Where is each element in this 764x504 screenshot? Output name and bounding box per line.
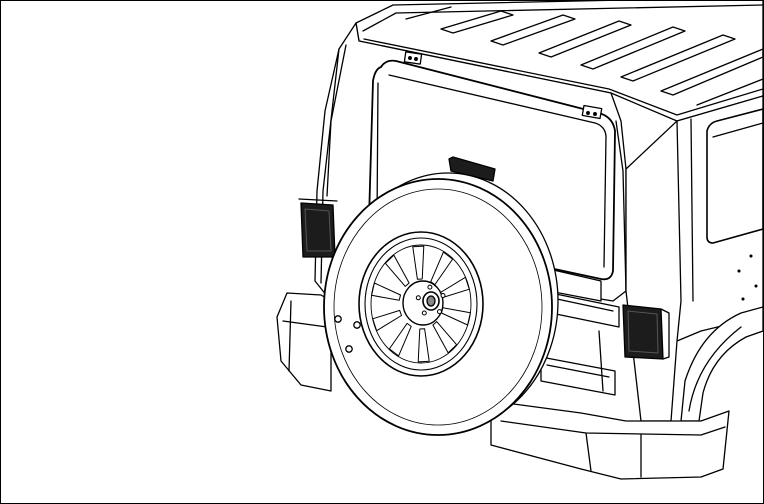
wheel-spoke (432, 321, 458, 354)
wheel-spoke (412, 245, 425, 280)
wheel-lug-nut (421, 310, 427, 316)
wheel-lug-nut (437, 309, 442, 315)
wheel-spoke (384, 254, 410, 287)
wheel-lug-nuts (415, 284, 446, 316)
wheel-spoke (372, 309, 402, 332)
wheel-spoke (417, 328, 430, 363)
wheel-lug-nut (440, 293, 446, 298)
side-body (625, 95, 763, 422)
tailgate-bars (540, 268, 620, 396)
left-tail-lamp (298, 198, 338, 258)
rear-bumper (276, 292, 730, 480)
wheel-lug-nut (427, 284, 433, 290)
wheel-spoke (371, 282, 401, 301)
wheel-lug-nut (415, 295, 421, 301)
wheel-spoke (388, 322, 412, 357)
right-tail-lamp (622, 304, 670, 360)
wheel-spokes (371, 245, 471, 363)
spare-wheel-rim (358, 231, 484, 377)
